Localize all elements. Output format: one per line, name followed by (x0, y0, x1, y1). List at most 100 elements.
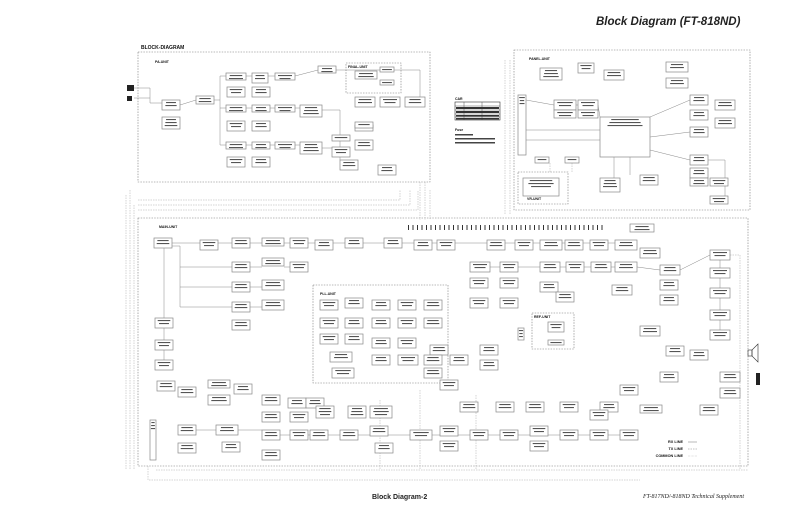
circuit-block (231, 281, 251, 293)
circuit-block (274, 141, 296, 150)
circuit-block (699, 404, 719, 416)
circuit-block (665, 61, 689, 73)
speaker-icon (747, 343, 759, 363)
connector-pin (412, 225, 414, 230)
connector-pin (471, 225, 472, 230)
circuit-block (495, 401, 515, 413)
circuit-block (449, 354, 469, 366)
signal-line (219, 108, 226, 146)
signal-line (138, 190, 401, 201)
pa-unit-label: PA-UNIT (155, 60, 170, 64)
legend-label-rx: RX LINE (668, 440, 683, 444)
circuit-block (354, 121, 374, 129)
main-unit-label: MAIN-UNIT (159, 225, 178, 229)
circuit-block (553, 109, 577, 119)
circuit-block (195, 95, 215, 105)
circuit-block (469, 277, 489, 289)
connector-pin (592, 225, 594, 230)
circuit-block (709, 249, 731, 261)
circuit-block (299, 141, 323, 155)
circuit-block (719, 371, 741, 383)
circuit-block (154, 339, 174, 351)
antenna-jack-icon (127, 85, 134, 101)
circuit-block (539, 239, 563, 251)
circuit-block (665, 77, 689, 89)
circuit-block (534, 156, 550, 164)
circuit-block (233, 383, 253, 395)
connector-pin (462, 225, 463, 230)
connector-pin (426, 225, 427, 230)
fuse-notes (455, 134, 495, 144)
circuit-block (599, 401, 619, 413)
circuit-block (331, 134, 351, 142)
connector-pin (574, 225, 576, 230)
connector-pin (583, 225, 585, 230)
circuit-block (555, 291, 575, 303)
circuit-block (261, 449, 281, 461)
circuit-block (547, 339, 565, 346)
signal-line (322, 109, 341, 160)
page-label: Block Diagram-2 (372, 494, 428, 501)
circuit-block (619, 384, 639, 396)
circuit-block (709, 177, 729, 187)
circuit-block (231, 237, 251, 249)
circuit-block (499, 429, 519, 441)
circuit-block (261, 299, 285, 311)
circuit-block (379, 79, 395, 86)
circuit-block (529, 425, 549, 437)
circuit-block (479, 359, 499, 371)
circuit-block (689, 177, 709, 187)
circuit-block (261, 237, 285, 247)
signal-line (649, 149, 691, 161)
circuit-block (614, 261, 638, 273)
circuit-block (289, 237, 309, 249)
connector-pin (534, 225, 535, 230)
circuit-block (423, 317, 443, 329)
signal-line (147, 466, 640, 481)
circuit-block (659, 264, 681, 276)
connector-pin (466, 225, 468, 230)
circuit-block (719, 387, 741, 399)
circuit-block (409, 429, 433, 441)
circuit-block (339, 429, 359, 441)
connector-pin (430, 225, 432, 230)
circuit-block (221, 441, 241, 453)
circuit-block (397, 299, 417, 311)
connector-pin (525, 225, 526, 230)
final-unit-frame (345, 62, 402, 94)
signal-line (179, 287, 232, 308)
circuit-block (344, 237, 364, 249)
circuit-block (429, 344, 449, 356)
circuit-block (215, 424, 239, 436)
circuit-block (314, 239, 334, 251)
circuit-block (439, 379, 459, 391)
signal-line (649, 131, 691, 138)
circuit-block (305, 397, 325, 409)
circuit-block (251, 72, 269, 84)
circuit-block (261, 411, 281, 423)
circuit-block (522, 177, 560, 197)
signal-line (636, 266, 661, 271)
circuit-block (689, 349, 709, 361)
vr-unit-label: VR-UNIT (527, 197, 542, 201)
car-table (454, 101, 501, 121)
circuit-block (539, 281, 559, 293)
circuit-block (274, 72, 296, 81)
circuit-block (177, 442, 197, 454)
connector-pin (489, 225, 490, 230)
circuit-block (599, 116, 651, 158)
connector-pin (579, 225, 580, 230)
circuit-block (226, 120, 246, 132)
connector-pin (439, 225, 441, 230)
car-label: CAR (455, 97, 463, 101)
circuit-block (577, 62, 595, 74)
connector-pin (507, 225, 508, 230)
section-title: BLOCK-DIAGRAM (141, 45, 184, 51)
signal-line (179, 99, 197, 106)
connector-pin (421, 225, 423, 230)
circuit-block (344, 297, 364, 309)
circuit-block (354, 96, 376, 108)
circuit-block (577, 109, 599, 119)
circuit-block (614, 239, 638, 251)
panel-unit-label: PANEL-UNIT (529, 57, 551, 61)
